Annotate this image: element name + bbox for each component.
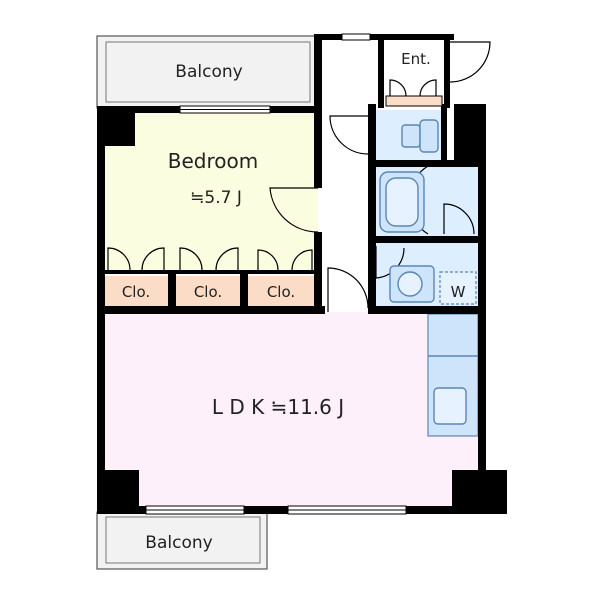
washer-space: W — [439, 271, 477, 305]
bedroom-label: Bedroom — [168, 149, 258, 173]
sink-icon — [389, 265, 435, 303]
ldk-area — [104, 312, 480, 507]
bedroom-area — [104, 112, 318, 272]
closet-3-label: Clo. — [267, 283, 295, 301]
balcony-bottom: Balcony — [96, 511, 268, 570]
hallway-area — [320, 40, 370, 312]
entrance: Ent. — [385, 50, 443, 107]
closet-1-label: Clo. — [122, 283, 150, 301]
closet-3: Clo. — [248, 276, 314, 306]
kitchen-sink-icon — [428, 355, 478, 425]
ldk-label: L D K ≒11.6 J — [212, 395, 344, 419]
washer-label: W — [451, 283, 466, 301]
balcony-top: Balcony — [96, 35, 318, 109]
closet-1: Clo. — [105, 276, 168, 306]
bathtub-icon — [379, 171, 425, 233]
bedroom-area-label: ≒5.7 J — [190, 188, 242, 208]
closet-2: Clo. — [176, 276, 240, 306]
balcony-top-label: Balcony — [175, 62, 242, 82]
windows — [145, 33, 407, 515]
entrance-label: Ent. — [401, 50, 431, 68]
closet-2-label: Clo. — [194, 283, 222, 301]
toilet-icon — [401, 119, 439, 153]
balcony-bottom-label: Balcony — [145, 533, 212, 553]
